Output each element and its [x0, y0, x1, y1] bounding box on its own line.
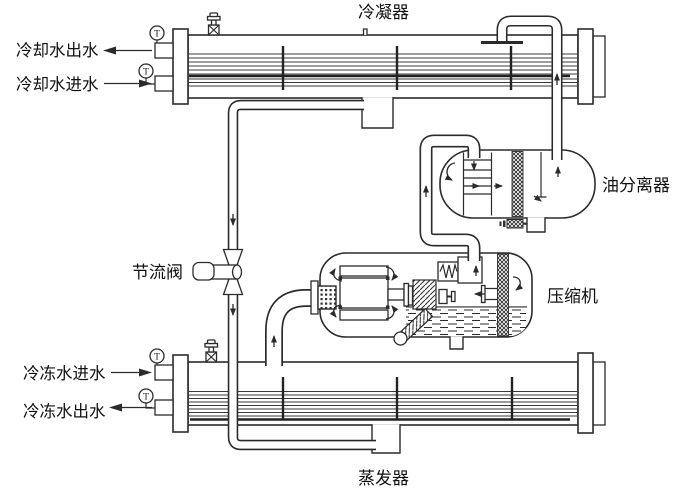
- condenser-vessel: [138, 12, 606, 129]
- spring-icon: [439, 262, 458, 279]
- arrow-left-icon: [103, 46, 116, 55]
- discharge-filter: [497, 253, 509, 337]
- suction-flange: [310, 280, 337, 315]
- relief-valve-icon: [206, 12, 221, 36]
- temp-gauge-icon: [149, 348, 165, 364]
- oil-return-valve: [506, 219, 524, 229]
- throttle-valve: [192, 248, 244, 296]
- evaporator-vessel: [138, 339, 606, 454]
- water-arrows: [103, 46, 152, 412]
- arrow-right-icon: [139, 368, 152, 377]
- compressor-label: 压缩机: [547, 287, 598, 306]
- flow-arrows: [230, 73, 561, 347]
- throttle-valve-label: 节流阀: [132, 263, 183, 282]
- chilled-water-out-label: 冷冻水出水: [23, 402, 106, 421]
- cooling-water-out-label: 冷却水出水: [16, 41, 99, 60]
- temp-gauge-icon: [138, 388, 154, 404]
- condenser-label: 冷凝器: [358, 3, 409, 22]
- chilled-water-in-label: 冷冻水进水: [23, 364, 106, 383]
- screw-block: [412, 279, 437, 310]
- temp-gauge-icon: [149, 25, 165, 41]
- cooling-water-in-label: 冷却水进水: [16, 75, 99, 94]
- relief-valve-icon: [204, 339, 219, 363]
- arrow-left-icon: [109, 403, 122, 412]
- suction-screen: [317, 285, 337, 310]
- valve-handle: [192, 261, 215, 281]
- temp-gauge-icon: [138, 63, 154, 79]
- evaporator-label: 蒸发器: [358, 469, 409, 488]
- motor-rotor: [339, 277, 389, 309]
- arrow-right-icon: [139, 79, 152, 88]
- oil-separator-vessel: [439, 149, 596, 233]
- oil-filter-mesh: [511, 151, 524, 217]
- compressor-body: [319, 252, 533, 350]
- oil-separator-label: 油分离器: [602, 176, 670, 195]
